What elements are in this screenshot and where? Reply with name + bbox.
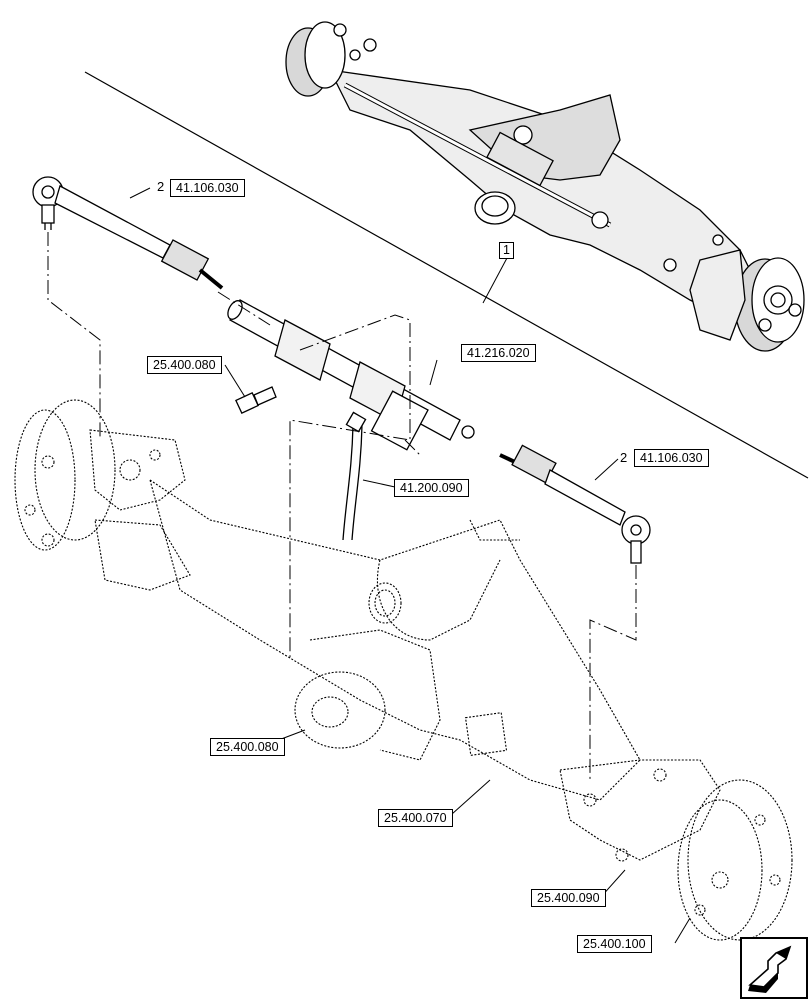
ref-trunnion[interactable]: 25.400.080 <box>210 738 285 756</box>
item-number-axle-assembly[interactable]: 1 <box>499 242 514 259</box>
item-number-tie-rod-lower: 2 <box>620 450 628 465</box>
next-page-button[interactable] <box>740 937 808 999</box>
ref-axle-housing[interactable]: 25.400.070 <box>378 809 453 827</box>
steering-cylinder <box>227 299 475 451</box>
tie-rod-lower <box>499 444 651 564</box>
axle-housing-exploded <box>14 399 793 941</box>
ref-hydraulic-hose[interactable]: 41.200.090 <box>394 479 469 497</box>
tie-rod-upper <box>32 176 224 290</box>
bolt <box>224 364 277 415</box>
ref-tie-rod-lower[interactable]: 41.106.030 <box>634 449 709 467</box>
axle-assembly-overview <box>84 21 809 479</box>
assembly-guide-lines <box>47 232 637 780</box>
next-page-arrow-icon <box>748 945 792 993</box>
hydraulic-hose <box>342 411 396 541</box>
ref-swivel-housing[interactable]: 25.400.090 <box>531 889 606 907</box>
ref-tie-rod-upper[interactable]: 41.106.030 <box>170 179 245 197</box>
ref-hub[interactable]: 25.400.100 <box>577 935 652 953</box>
ref-bolt[interactable]: 25.400.080 <box>147 356 222 374</box>
ref-steering-cylinder[interactable]: 41.216.020 <box>461 344 536 362</box>
item-number-tie-rod-upper: 2 <box>157 179 165 194</box>
